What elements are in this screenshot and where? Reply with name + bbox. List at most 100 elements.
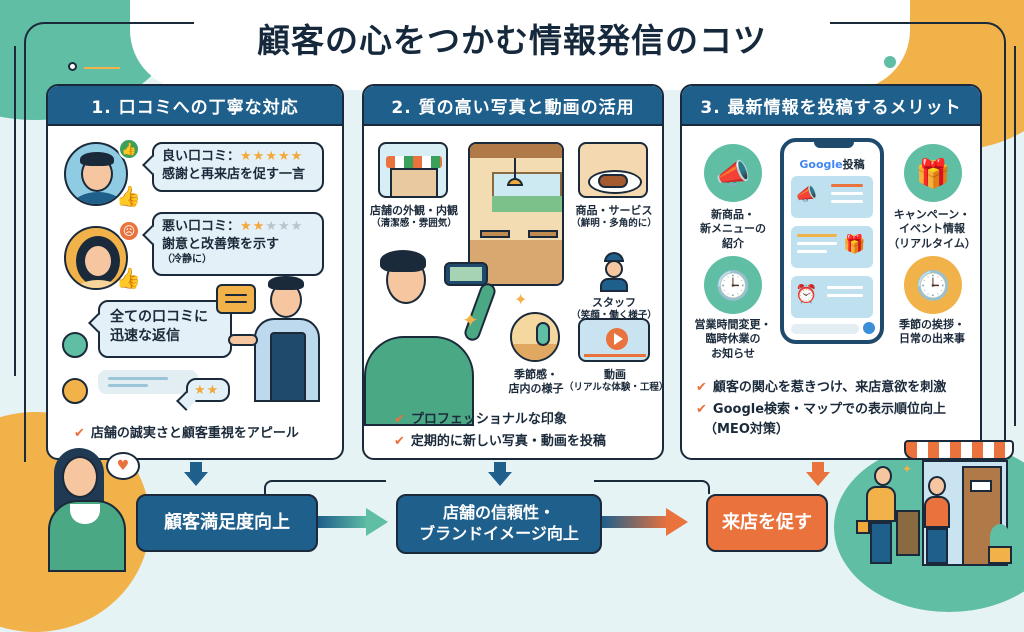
- good-review-bubble: 良い口コミ：★★★★★ 感謝と再来店を促す一言: [152, 142, 324, 192]
- angry-face-icon: ☹: [118, 220, 140, 242]
- right-arrow-icon: [666, 508, 688, 536]
- panel-heading: 1. 口コミへの丁寧な対応: [48, 86, 342, 126]
- caption-sub: （清潔感・雰囲気）: [371, 218, 457, 230]
- checkmark-icon: ✔: [696, 402, 707, 417]
- benefit-caption: 新商品・ 新メニューの 紹介: [684, 208, 782, 251]
- caption-label: 動画: [604, 368, 626, 381]
- gift-icon: 🎁: [904, 144, 962, 202]
- placeholder-review-bubble: [98, 370, 198, 394]
- down-arrow-shaft: [190, 462, 202, 472]
- right-arrow-icon: [366, 508, 388, 536]
- benefit-caption: 営業時間変更・ 臨時休業の お知らせ: [684, 318, 782, 361]
- panel-heading: 2. 質の高い写真と動画の活用: [364, 86, 662, 126]
- caption-line: 日常の出来事: [899, 332, 965, 346]
- down-arrow-icon: [806, 472, 830, 486]
- smartphone-icon: [444, 262, 488, 286]
- caption-line: 新メニューの: [700, 222, 766, 236]
- sparkle-icon: ✦: [514, 290, 528, 309]
- frame-corner-line: [24, 22, 194, 462]
- caption-sub: （鮮明・多角的に）: [571, 218, 657, 230]
- photo-caption-video: 動画 （リアルな体験・工程）: [564, 368, 664, 395]
- photo-caption-season: 季節感・ 店内の様子: [486, 368, 586, 397]
- caption-label: スタッフ: [592, 296, 636, 309]
- thumbs-up-hand-icon: 👍: [116, 184, 141, 208]
- caption-line: キャンペーン・: [893, 208, 971, 221]
- post-input-bar: [791, 324, 859, 334]
- check-text: 顧客の関心を惹きつけ、来店意欲を刺激: [712, 380, 947, 395]
- panel-latest-info-benefits: 3. 最新情報を投稿するメリット 📣 新商品・ 新メニューの 紹介 🎁 キャンペ…: [680, 84, 982, 460]
- photo-caption-storefront: 店舗の外観・内観 （清潔感・雰囲気）: [364, 204, 464, 231]
- frame-corner-line: [830, 22, 1006, 462]
- storefront-icon: [378, 142, 448, 198]
- post-card-announcement: 📣: [791, 176, 873, 218]
- caption-sub: （リアルな体験・工程）: [564, 382, 664, 394]
- checkmark-icon: ✔: [394, 434, 405, 449]
- decorative-dash: [84, 67, 120, 69]
- check-item: ✔ 店舗の誠実さと顧客重視をアピール: [74, 422, 299, 441]
- right-arrow-shaft: [602, 516, 668, 528]
- caption-line: 新商品・: [711, 208, 755, 221]
- caption-label: 商品・サービス: [575, 204, 653, 217]
- panel-photos-videos: 2. 質の高い写真と動画の活用 店舗の外観・内観 （清潔感・雰囲気） 商品・サー…: [362, 84, 664, 460]
- megaphone-icon: 📣: [704, 144, 762, 202]
- check-text: Google検索・マップでの表示順位向上: [712, 402, 947, 417]
- flow-step-label: 顧客満足度向上: [164, 512, 290, 534]
- flow-connector-line: [594, 480, 710, 494]
- unhappy-customer-avatar: [64, 226, 128, 290]
- caption-label: 季節感・: [514, 368, 558, 381]
- caption-line: お知らせ: [711, 346, 755, 360]
- happy-customer-avatar: [64, 142, 128, 206]
- check-item-continued: （MEO対策）: [704, 418, 789, 437]
- page-title: 顧客の心をつかむ情報発信のコツ: [257, 21, 767, 60]
- empty-stars: ★★★: [265, 219, 304, 234]
- caption-line: 臨時休業の: [705, 332, 761, 346]
- clock-icon: 🕒: [904, 256, 962, 314]
- two-star-rating: ★★: [240, 219, 266, 234]
- check-item: ✔ 定期的に新しい写真・動画を投稿: [394, 430, 606, 449]
- user-avatar-icon: [62, 378, 88, 404]
- photo-caption-product: 商品・サービス （鮮明・多角的に）: [564, 204, 662, 231]
- sparkle-icon: ✦: [462, 308, 479, 332]
- check-text: （MEO対策）: [704, 422, 789, 437]
- mini-star-bubble: ★★: [186, 378, 230, 402]
- post-card-hours: ⏰: [791, 276, 873, 318]
- reply-bubble-line: 迅速な返信: [110, 327, 180, 344]
- checkmark-icon: ✔: [394, 412, 405, 427]
- check-item: ✔顧客の関心を惹きつけ、来店意欲を刺激: [696, 376, 946, 395]
- google-post-title: Google投稿: [784, 156, 880, 172]
- season-icon: [510, 312, 560, 362]
- sparkle-icon: ✦: [902, 462, 913, 476]
- flow-step-encourage-visit: 来店を促す: [706, 494, 828, 552]
- checkmark-icon: ✔: [74, 426, 85, 441]
- food-plate-icon: [578, 142, 648, 198]
- caption-line: 紹介: [722, 236, 744, 250]
- decorative-dot: [68, 62, 77, 71]
- thumbs-up-hand-icon: 👍: [116, 266, 141, 290]
- five-star-rating: ★★★★★: [240, 149, 304, 164]
- reply-bubble: 全ての口コミに 迅速な返信: [98, 300, 232, 358]
- frame-side-line: [14, 46, 34, 376]
- alarm-clock-icon: ⏰: [795, 284, 818, 305]
- smartphone-google-post: Google投稿 📣 🎁 ⏰: [780, 138, 884, 344]
- benefit-caption: 季節の挨拶・ 日常の出来事: [882, 318, 980, 347]
- flow-connector-line: [264, 480, 386, 494]
- two-star-rating: ★★: [194, 383, 220, 398]
- phone-notch: [814, 140, 854, 148]
- caption-label: 店舗の外観・内観: [370, 204, 458, 217]
- thumbs-up-icon: 👍: [118, 138, 140, 160]
- down-arrow-shaft: [812, 462, 824, 472]
- flow-step-label: 来店を促す: [722, 512, 812, 534]
- down-arrow-icon: [184, 472, 208, 486]
- caption-line: 季節の挨拶・: [899, 318, 965, 331]
- check-text: 定期的に新しい写真・動画を投稿: [410, 434, 606, 449]
- check-item: ✔ プロフェッショナルな印象: [394, 408, 567, 427]
- bad-review-label: 悪い口コミ：: [162, 219, 241, 234]
- good-review-advice: 感謝と再来店を促す一言: [162, 166, 306, 182]
- title-backdrop: [130, 0, 910, 90]
- check-text: 店舗の誠実さと顧客重視をアピール: [90, 426, 299, 441]
- panel-heading: 3. 最新情報を投稿するメリット: [682, 86, 980, 126]
- clock-icon: 🕒: [704, 256, 762, 314]
- gift-icon: 🎁: [843, 234, 866, 255]
- panel-review-response: 1. 口コミへの丁寧な対応 👍 👍 良い口コミ：★★★★★ 感謝と再来店を促す一…: [46, 84, 344, 460]
- check-text: プロフェッショナルな印象: [410, 412, 567, 427]
